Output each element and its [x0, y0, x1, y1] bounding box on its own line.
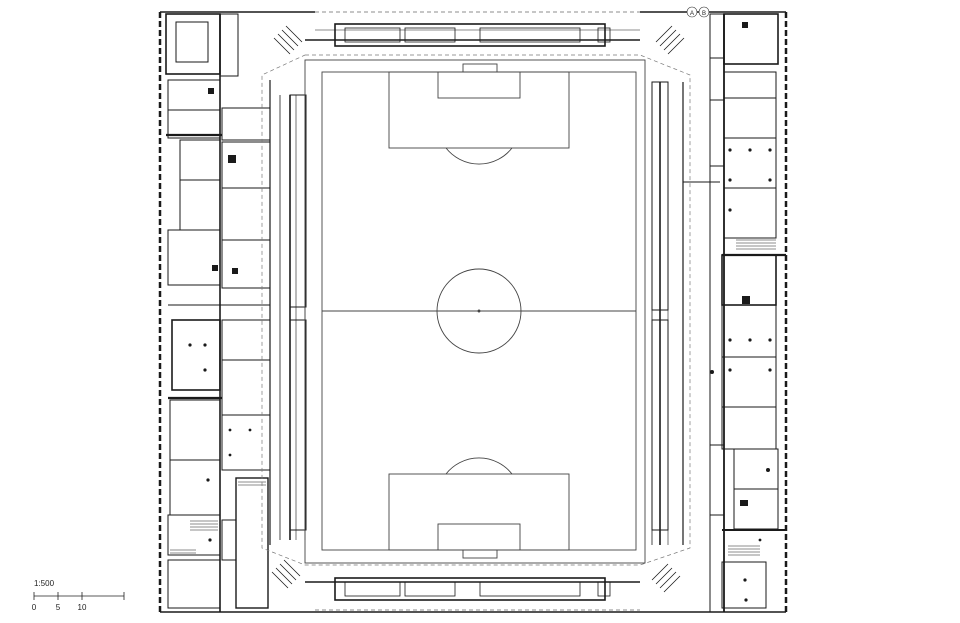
west-wing-rooms — [165, 13, 271, 612]
south-penalty-arc — [445, 457, 513, 475]
south-penalty-area — [388, 473, 570, 551]
grid-marker-a — [686, 6, 698, 18]
north-corner-stairs — [273, 25, 685, 55]
football-pitch — [304, 59, 646, 564]
north-stand — [305, 23, 640, 47]
west-wing-details — [188, 88, 252, 542]
north-goal — [462, 63, 498, 73]
center-circle — [436, 268, 522, 354]
west-wing-stairs — [170, 481, 266, 554]
grid-marker-b — [698, 6, 710, 18]
south-stand — [305, 577, 640, 611]
north-penalty-area — [388, 71, 570, 149]
grid-marker-a-label: A — [690, 11, 694, 17]
center-spot — [477, 309, 481, 313]
west-stand — [269, 80, 307, 545]
grid-marker-b-label: B — [702, 11, 706, 17]
south-goal — [462, 549, 498, 559]
east-wing-rooms — [709, 13, 786, 612]
scale-ratio-label: 1:500 — [34, 579, 55, 588]
south-goal-area — [437, 523, 521, 551]
scale-tick-5: 5 — [56, 603, 61, 612]
grid-markers: A B — [686, 6, 710, 18]
north-penalty-arc — [445, 147, 513, 165]
scale-tick-10: 10 — [78, 603, 87, 612]
scale-bar: 1:500 0 5 10 — [32, 579, 125, 612]
north-goal-area — [437, 71, 521, 99]
east-wing-details — [710, 22, 772, 602]
scale-tick-0: 0 — [32, 603, 37, 612]
pitch-outer-boundary — [304, 59, 646, 564]
outer-building-outline — [158, 11, 788, 613]
east-wing-stairs — [728, 239, 776, 556]
south-corner-stairs — [271, 559, 681, 593]
inner-dashed-boundary — [261, 54, 691, 566]
east-stand — [651, 81, 720, 545]
